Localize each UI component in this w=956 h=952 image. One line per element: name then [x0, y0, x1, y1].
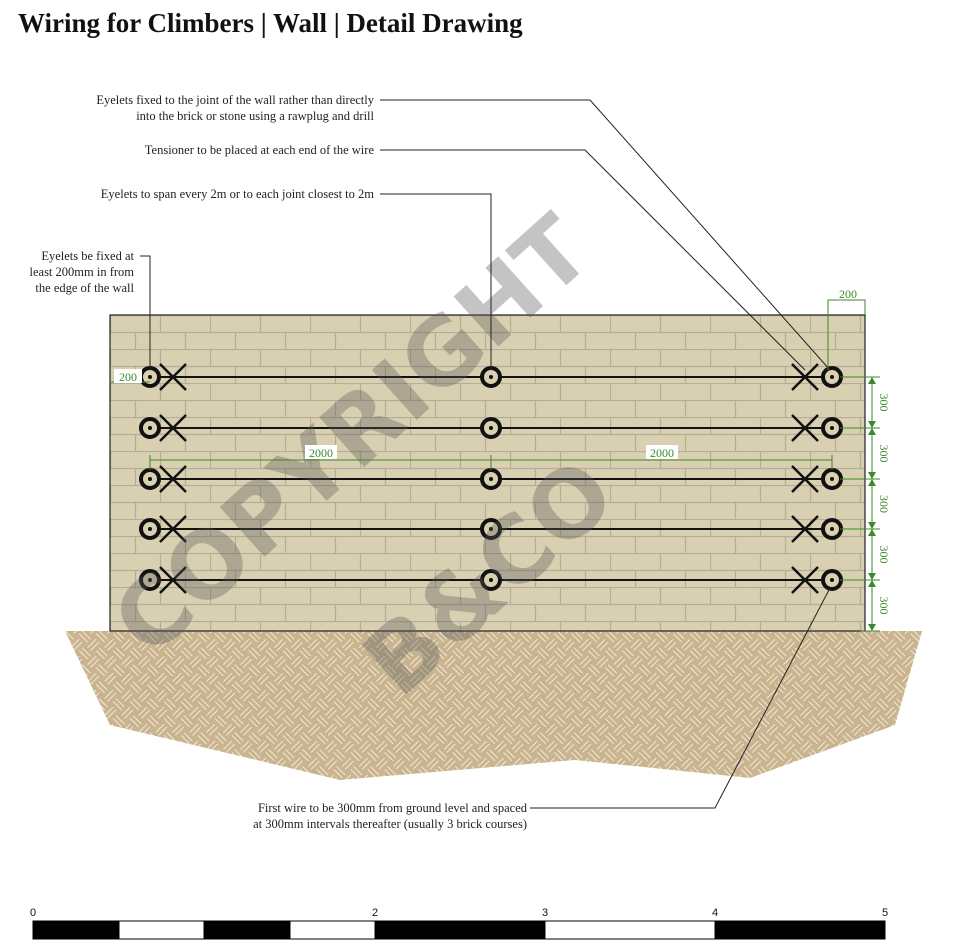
- svg-text:at 300mm intervals thereafter: at 300mm intervals thereafter (usually 3…: [253, 817, 527, 831]
- eyelet-center: [489, 477, 493, 481]
- eyelet-center: [148, 578, 152, 582]
- vertical-dimensions: 300 300 300 300 300: [868, 377, 891, 631]
- scale-segment: [32, 920, 120, 940]
- dim-vertical-label: 300: [877, 394, 891, 412]
- eyelet-center: [830, 375, 834, 379]
- eyelet-center: [148, 426, 152, 430]
- dim-edge-left: 200: [119, 370, 137, 384]
- scale-label: 0: [30, 907, 36, 919]
- dim-vertical-label: 300: [877, 597, 891, 615]
- annotation-eyelets-joint: Eyelets fixed to the joint of the wall r…: [96, 93, 374, 123]
- dim-span-right: 2000: [650, 446, 674, 460]
- scale-bar: 0 2 3 4 5: [30, 907, 888, 940]
- dim-vertical-label: 300: [877, 546, 891, 564]
- tensioner-icon: [791, 515, 819, 543]
- dim-vertical-label: 300: [877, 495, 891, 513]
- scale-segment: [289, 920, 376, 940]
- scale-segment: [374, 920, 546, 940]
- svg-text:First wire to be 300mm from gr: First wire to be 300mm from ground level…: [258, 801, 528, 815]
- svg-text:the edge of the wall: the edge of the wall: [35, 281, 134, 295]
- dim-vertical-label: 300: [877, 445, 891, 463]
- eyelet-center: [830, 527, 834, 531]
- annotation-edge: Eyelets be fixed at least 200mm in from …: [30, 249, 135, 295]
- ground: [65, 631, 922, 780]
- tensioner-icon: [159, 465, 187, 493]
- eyelet-center: [148, 375, 152, 379]
- eyelet-center: [830, 578, 834, 582]
- eyelet-center: [489, 527, 493, 531]
- scale-label: 3: [542, 907, 548, 919]
- svg-text:Eyelets be fixed at: Eyelets be fixed at: [41, 249, 134, 263]
- eyelet-center: [148, 527, 152, 531]
- scale-label: 2: [372, 907, 378, 919]
- eyelet-center: [489, 426, 493, 430]
- tensioner-icon: [791, 363, 819, 391]
- scale-segment: [118, 920, 205, 940]
- eyelet-center: [489, 578, 493, 582]
- scale-label: 4: [712, 907, 718, 919]
- tensioner-icon: [159, 414, 187, 442]
- eyelet-center: [830, 477, 834, 481]
- scale-segment: [544, 920, 716, 940]
- scale-segment: [203, 920, 291, 940]
- svg-text:least 200mm in from: least 200mm in from: [30, 265, 135, 279]
- tensioner-icon: [159, 363, 187, 391]
- dim-edge-right: 200: [839, 287, 857, 301]
- leader-lines: [140, 99, 831, 809]
- svg-text:into the brick or stone using: into the brick or stone using a rawplug …: [136, 109, 374, 123]
- annotation-first-wire: First wire to be 300mm from ground level…: [253, 801, 528, 831]
- svg-text:Eyelets fixed to the joint of: Eyelets fixed to the joint of the wall r…: [96, 93, 374, 107]
- tensioner-icon: [159, 566, 187, 594]
- tensioner-icon: [791, 414, 819, 442]
- tensioner-icon: [159, 515, 187, 543]
- drawing-title: Wiring for Climbers | Wall | Detail Draw…: [18, 8, 523, 38]
- eyelet-center: [489, 375, 493, 379]
- dim-span-left: 2000: [309, 446, 333, 460]
- dimension-lines: [110, 299, 880, 632]
- tensioner-icon: [791, 566, 819, 594]
- eyelet-center: [148, 477, 152, 481]
- tensioner-icon: [791, 465, 819, 493]
- annotation-tensioner: Tensioner to be placed at each end of th…: [145, 143, 375, 157]
- scale-label: 5: [882, 907, 888, 919]
- annotation-span: Eyelets to span every 2m or to each join…: [101, 187, 374, 201]
- eyelet-center: [830, 426, 834, 430]
- scale-segment: [714, 920, 886, 940]
